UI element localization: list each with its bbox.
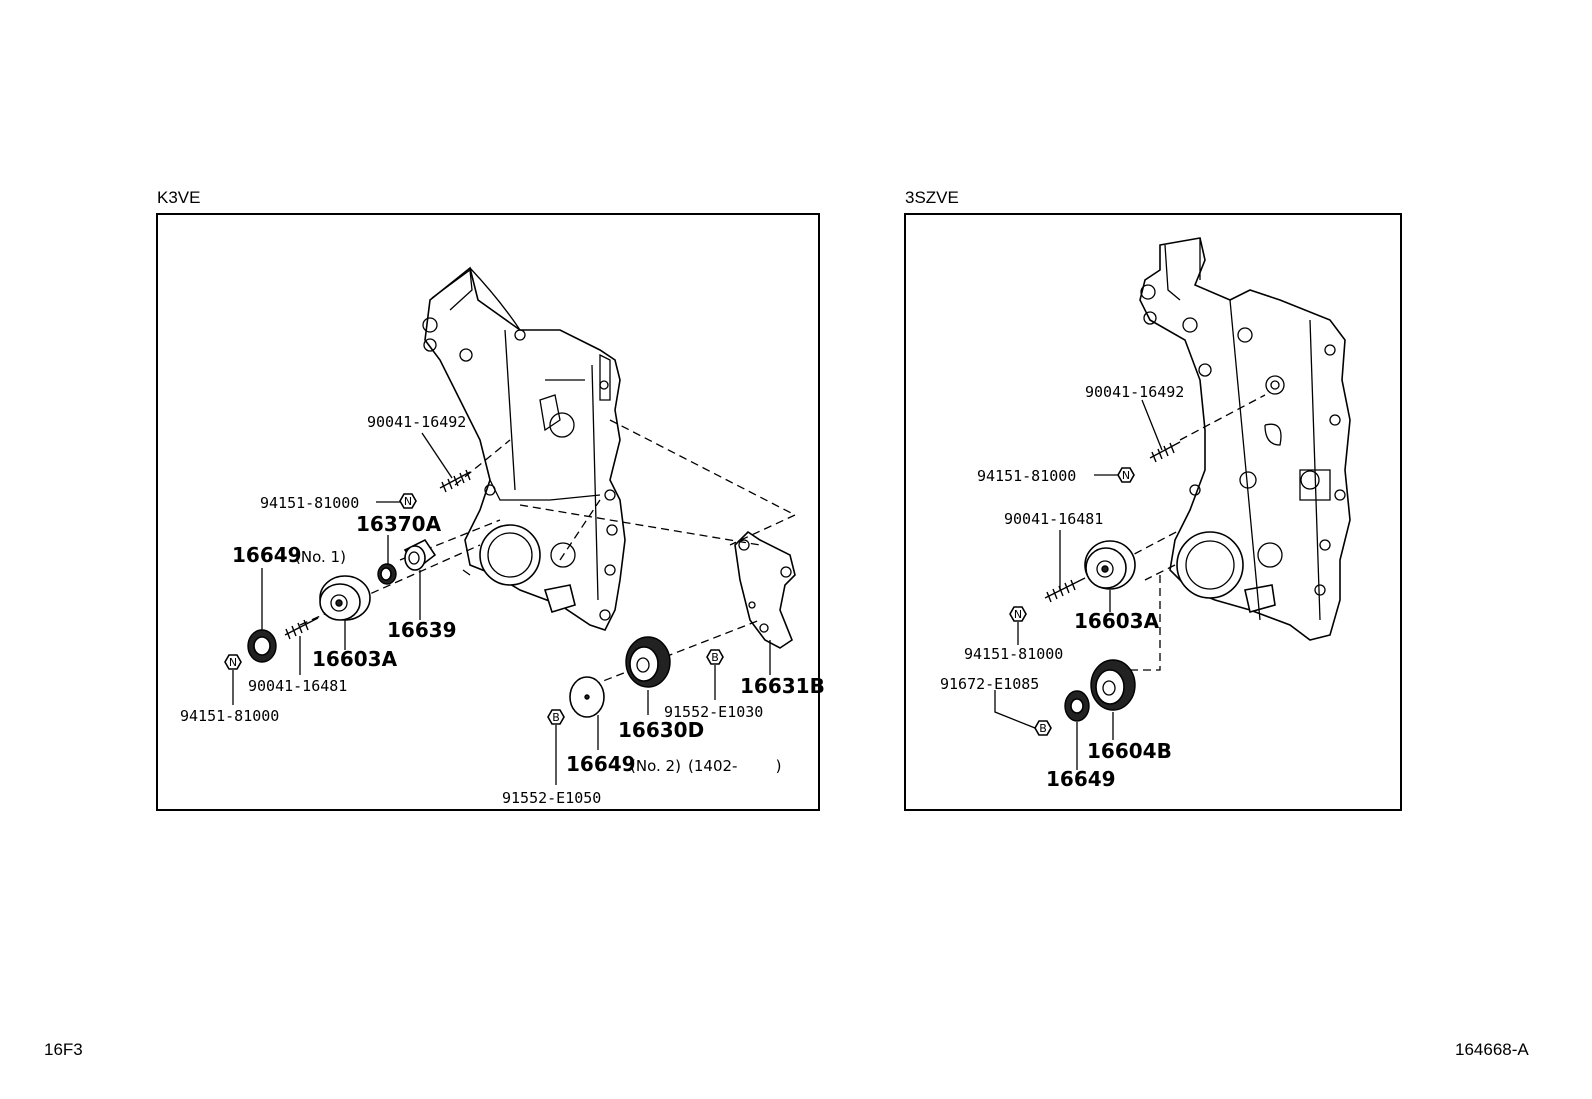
svg-text:N: N [1014,608,1022,621]
label-16370a: 16370A [356,512,442,536]
label-91672-e1085: 91672-E1085 [940,675,1039,693]
label-16603a-3szve: 16603A [1074,609,1160,633]
svg-text:B: B [552,711,560,724]
plate-16649-no2 [569,676,605,718]
bolt-symbol-3szve: B [1034,720,1052,736]
nut-symbol-a-3szve: N [1117,467,1135,483]
nut-symbol-b-3szve: N [1009,606,1027,622]
svg-text:N: N [229,656,237,669]
footer-left-code: 16F3 [44,1040,83,1059]
label-94151-81000-a-k3ve: 94151-81000 [260,494,359,512]
timing-cover-3szve [1139,237,1351,641]
label-90041-16481-k3ve: 90041-16481 [248,677,347,695]
idler-16603a-3szve [1084,540,1136,590]
label-16639: 16639 [387,618,457,642]
panel-title-k3ve: K3VE [157,188,201,207]
svg-text:B: B [711,651,719,664]
label-16631b: 16631B [740,674,825,698]
label-90041-16492-k3ve: 90041-16492 [367,413,466,431]
label-94151-81000-a-3szve: 94151-81000 [977,467,1076,485]
idler-16604b [1090,659,1136,711]
timing-cover-k3ve [422,266,626,631]
bush-16370a [377,563,397,585]
label-90041-16492-3szve: 90041-16492 [1085,383,1184,401]
label-91552-e1030: 91552-E1030 [664,703,763,721]
idler-16630d [625,636,671,688]
plate-16649-no1 [247,629,277,663]
panel-3szve [904,213,1402,811]
svg-text:N: N [404,495,412,508]
footer-right-code: 164668-A [1455,1040,1529,1059]
idler-16603a-k3ve [319,575,371,621]
stud-90041-16481-k3ve [284,617,319,640]
label-16649-no2-note: (No. 2) [630,757,681,775]
plate-16649-3szve [1064,690,1090,722]
stud-90041-16492-3szve [1149,441,1181,463]
label-16649-no1-note: (No. 1) [295,548,346,566]
stud-90041-16492-k3ve [439,469,471,493]
label-90041-16481-3szve: 90041-16481 [1004,510,1103,528]
bolt-symbol-b-k3ve: B [547,709,565,725]
label-94151-81000-b-k3ve: 94151-81000 [180,707,279,725]
label-16649-no2: 16649 [566,752,636,776]
label-94151-81000-b-3szve: 94151-81000 [964,645,1063,663]
panel-title-3szve: 3SZVE [905,188,959,207]
panel-k3ve [156,213,820,811]
label-16649-no1: 16649 [232,543,302,567]
label-16604b: 16604B [1087,739,1172,763]
svg-text:N: N [1122,469,1130,482]
nut-symbol-b-k3ve: N [224,654,242,670]
label-91552-e1050: 91552-E1050 [502,789,601,807]
collar-16639 [403,538,437,571]
label-16630d: 16630D [618,718,704,742]
label-16649-no2-range: (1402- ) [688,757,781,775]
nut-symbol-a-k3ve: N [399,493,417,509]
bracket-16631b [734,530,796,649]
stud-90041-16481-3szve [1044,577,1086,603]
bolt-symbol-a-k3ve: B [706,649,724,665]
svg-text:B: B [1039,722,1047,735]
label-16603a-k3ve: 16603A [312,647,398,671]
label-16649-3szve: 16649 [1046,767,1116,791]
